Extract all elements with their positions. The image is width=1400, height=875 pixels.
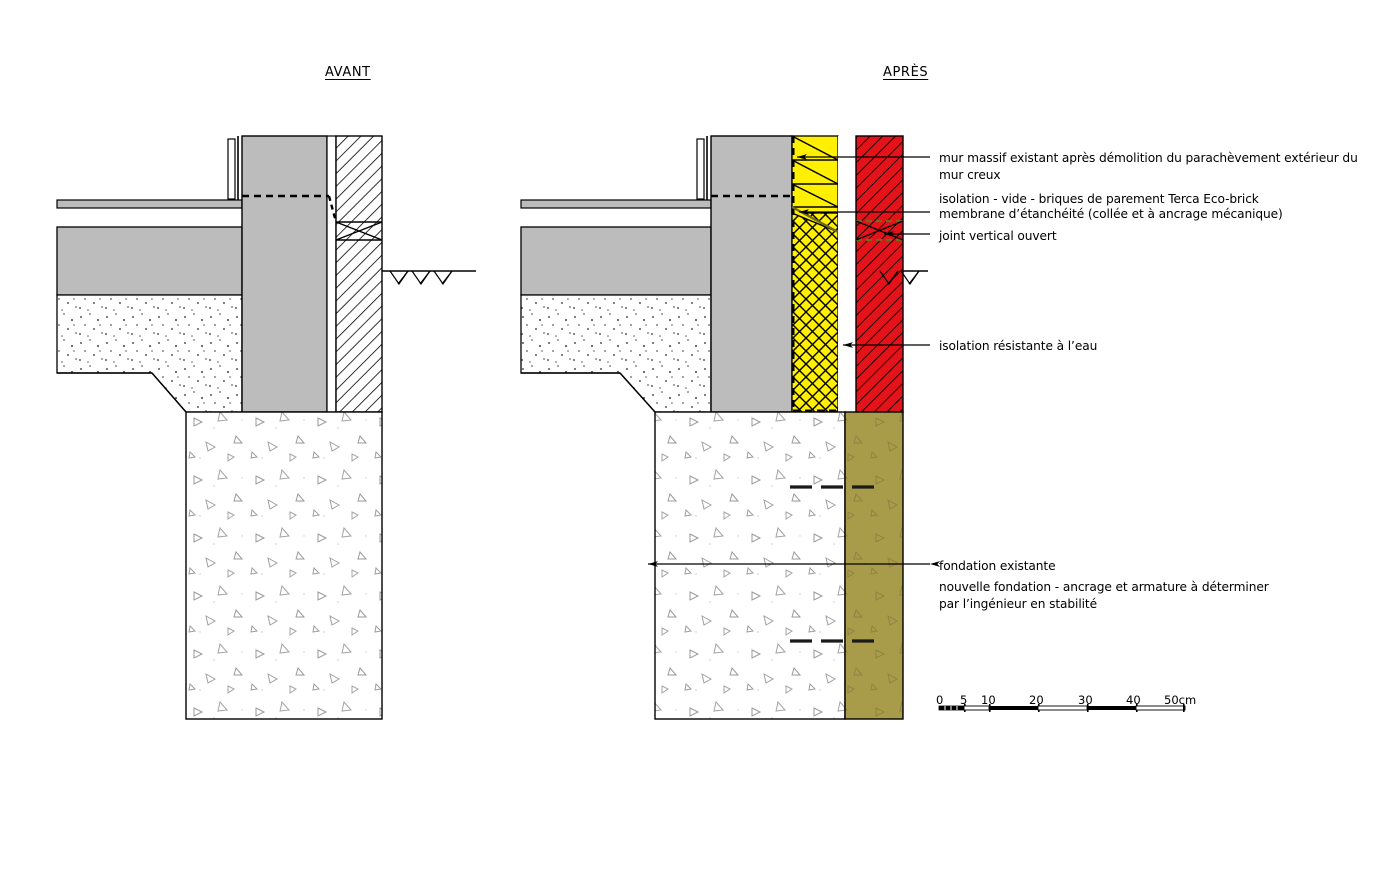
scale-tick-5: 5 <box>960 693 968 707</box>
before-window-frame <box>227 136 239 200</box>
annotation-membrane: membrane d’étanchéité (collée et à ancra… <box>939 207 1283 221</box>
after-fill-layer <box>520 294 712 413</box>
annotation-existing-foundation: fondation existante <box>939 559 1056 573</box>
annotation-insulation-cavity-brick: isolation - vide - briques de parement T… <box>939 192 1259 206</box>
before-fill-layer <box>56 294 243 413</box>
before-open-joint <box>335 221 383 241</box>
after-insulation-upper <box>791 135 839 214</box>
scale-tick-40: 40 <box>1126 693 1141 707</box>
before-massive-wall <box>241 135 328 413</box>
after-ground-line <box>879 270 928 286</box>
scale-tick-0: 0 <box>936 693 944 707</box>
leader-lines <box>648 154 940 567</box>
after-open-joint <box>855 219 904 242</box>
title-after: APRÈS <box>883 65 929 80</box>
before-ceiling-plate <box>56 199 243 209</box>
annotation-massive-wall-line1: mur massif existant après démolition du … <box>939 151 1358 165</box>
after-window-frame <box>696 136 708 200</box>
scale-tick-30: 30 <box>1078 693 1093 707</box>
before-cavity <box>326 135 337 413</box>
before-floor-slab <box>56 226 243 296</box>
after-existing-foundation <box>654 411 846 720</box>
after-cavity <box>838 136 856 412</box>
before-section <box>56 135 476 720</box>
after-massive-wall <box>710 135 793 413</box>
after-insulation-lower <box>791 212 839 413</box>
scale-tick-50: 50cm <box>1164 693 1197 707</box>
scale-tick-20: 20 <box>1029 693 1044 707</box>
foundation-anchors <box>790 485 880 643</box>
before-foundation <box>185 411 383 720</box>
annotation-new-foundation-line2: par l’ingénieur en stabilité <box>939 597 1097 611</box>
before-facing-brick <box>335 135 383 413</box>
after-new-foundation <box>844 411 904 720</box>
after-section <box>520 135 928 720</box>
annotation-massive-wall-line2: mur creux <box>939 168 1001 182</box>
after-floor-slab <box>520 226 712 296</box>
annotation-water-resistant-insulation: isolation résistante à l’eau <box>939 339 1098 353</box>
after-ceiling-plate <box>520 199 712 209</box>
before-dpc-drop <box>327 195 338 223</box>
annotation-new-foundation-line1: nouvelle fondation - ancrage et armature… <box>939 580 1269 594</box>
title-before: AVANT <box>325 65 371 80</box>
annotation-open-joint: joint vertical ouvert <box>939 229 1057 243</box>
scale-tick-10: 10 <box>981 693 996 707</box>
scale-bar <box>938 704 1186 712</box>
before-ground-line <box>382 270 476 286</box>
